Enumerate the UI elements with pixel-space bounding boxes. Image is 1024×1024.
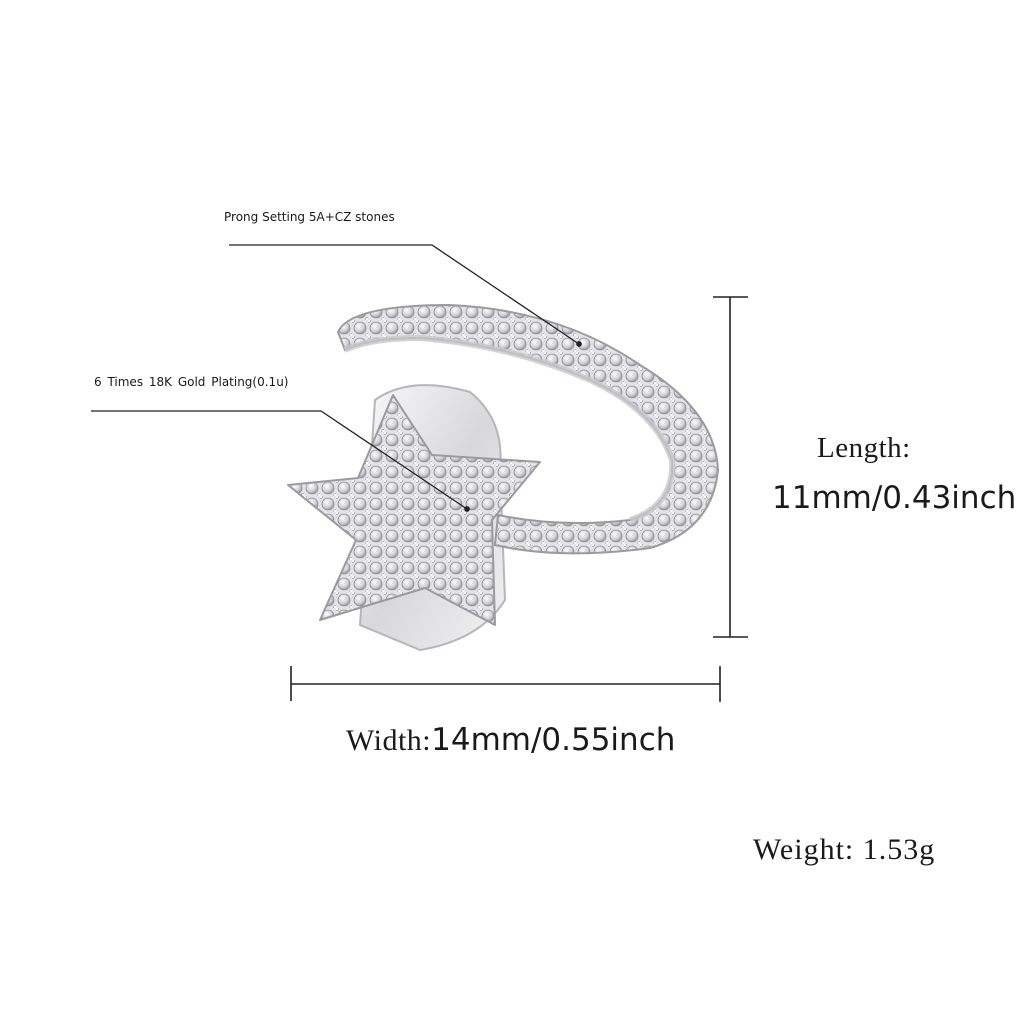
weight-label: Weight: 1.53g	[753, 833, 936, 866]
callout-lines	[91, 244, 582, 512]
crescent-tail	[336, 303, 720, 555]
prong-setting-callout: Prong Setting 5A+CZ stones	[224, 210, 395, 224]
width-label: Width:	[346, 724, 432, 757]
width-annotation: Width:14mm/0.55inch	[346, 722, 675, 758]
width-value: 14mm/0.55inch	[431, 722, 676, 758]
length-label: Length:	[817, 432, 911, 464]
length-dimension-line	[713, 296, 748, 638]
width-dimension-line	[290, 666, 721, 702]
gold-plating-callout: 6 Times 18K Gold Plating(0.1u)	[94, 375, 289, 389]
length-value: 11mm/0.43inch	[772, 480, 1017, 516]
star-head	[287, 394, 541, 626]
